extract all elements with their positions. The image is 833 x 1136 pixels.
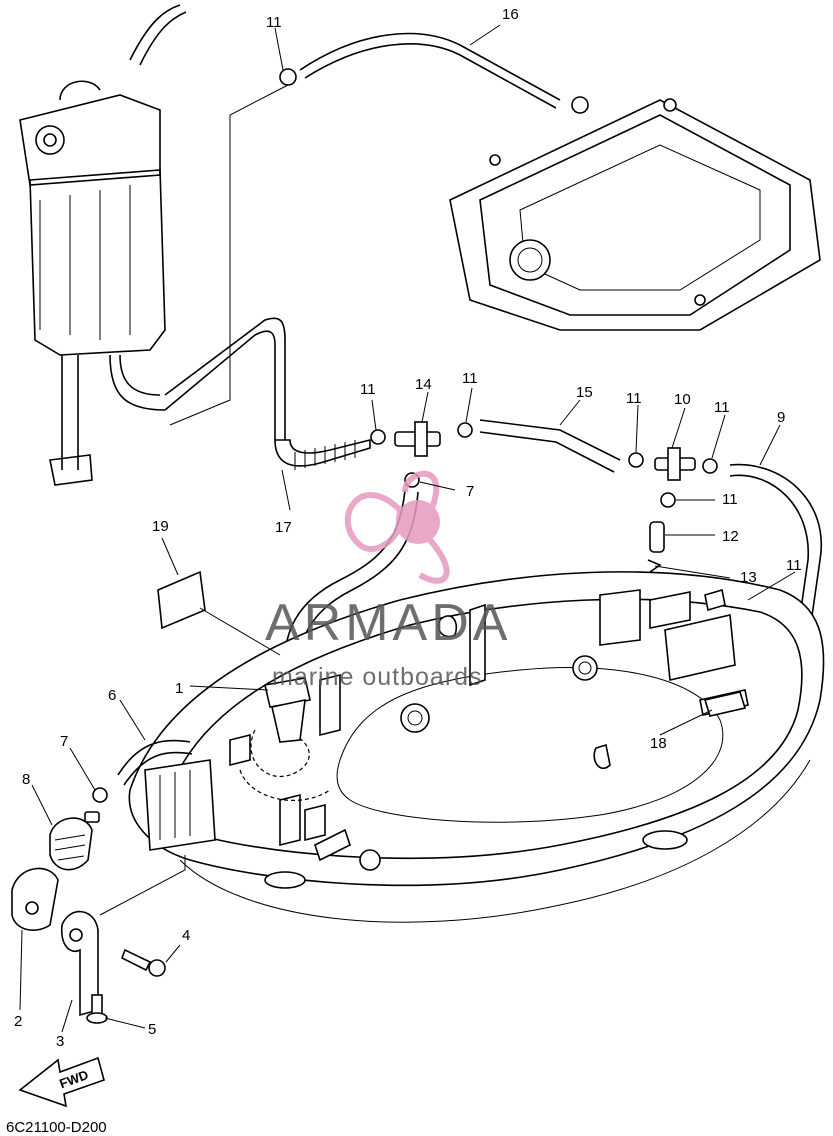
grommet-1 xyxy=(264,677,311,743)
cap-2 xyxy=(11,867,59,931)
callout-14: 14 xyxy=(415,376,432,393)
callout-10: 10 xyxy=(674,391,691,408)
clip-13 xyxy=(647,559,662,573)
callout-15: 15 xyxy=(576,384,593,401)
fwd-arrow-icon: FWD xyxy=(18,1056,105,1108)
watermark-tagline: marine outboards xyxy=(272,663,483,691)
callout-11: 11 xyxy=(266,14,282,31)
clip-7 xyxy=(92,787,108,803)
callout-17: 17 xyxy=(275,519,292,536)
hose-17 xyxy=(164,317,286,440)
callout-7: 7 xyxy=(60,733,68,750)
callout-11: 11 xyxy=(626,390,642,407)
label-plate-18 xyxy=(703,691,747,717)
callout-8: 8 xyxy=(22,771,30,788)
callouts: 1 2 3 4 5 6 7 7 8 9 10 11 11 11 11 11 11… xyxy=(14,6,802,1050)
callout-7: 7 xyxy=(466,483,474,500)
callout-12: 12 xyxy=(722,528,739,545)
joint-10 xyxy=(654,447,696,481)
callout-11: 11 xyxy=(786,557,802,574)
clip-11 xyxy=(702,458,718,474)
screw-4 xyxy=(120,948,166,977)
bottom-cowling xyxy=(128,571,825,923)
callout-11: 11 xyxy=(462,370,478,387)
callout-6: 6 xyxy=(108,687,116,704)
callout-11: 11 xyxy=(360,381,376,398)
engine-mount-plate xyxy=(449,98,821,331)
clip-11 xyxy=(370,429,386,445)
clip-11 xyxy=(571,96,589,114)
hose-15 xyxy=(479,419,621,461)
diagram-code: 6C21100-D200 xyxy=(6,1119,107,1136)
callout-19: 19 xyxy=(152,518,169,535)
callout-18: 18 xyxy=(650,735,667,752)
callout-9: 9 xyxy=(777,409,785,426)
corrugated-hose-17 xyxy=(274,438,371,467)
callout-16: 16 xyxy=(502,6,519,23)
callout-4: 4 xyxy=(182,927,190,944)
clip-11 xyxy=(660,492,676,508)
clip-11 xyxy=(279,68,297,86)
hose-12 xyxy=(649,521,665,553)
label-plate-19 xyxy=(157,570,206,630)
callout-11: 11 xyxy=(714,399,730,416)
callout-13: 13 xyxy=(740,569,757,586)
hose-16 xyxy=(299,32,561,101)
fitting-8 xyxy=(49,811,100,871)
screw-5 xyxy=(86,994,108,1024)
armada-watermark: ARMADA marine outboards xyxy=(265,470,511,691)
callout-11: 11 xyxy=(722,491,738,508)
callout-2: 2 xyxy=(14,1013,22,1030)
watermark-brand: ARMADA xyxy=(265,594,511,652)
propeller-logo-icon xyxy=(344,470,450,584)
callout-1: 1 xyxy=(175,680,183,697)
clip-11 xyxy=(457,422,473,438)
clip-11 xyxy=(628,452,644,468)
leader-lines xyxy=(19,24,796,1033)
joint-14 xyxy=(394,421,441,457)
hose-6 xyxy=(117,739,191,776)
vapor-separator-assembly xyxy=(19,4,187,486)
callout-3: 3 xyxy=(56,1033,64,1050)
callout-5: 5 xyxy=(148,1021,156,1038)
